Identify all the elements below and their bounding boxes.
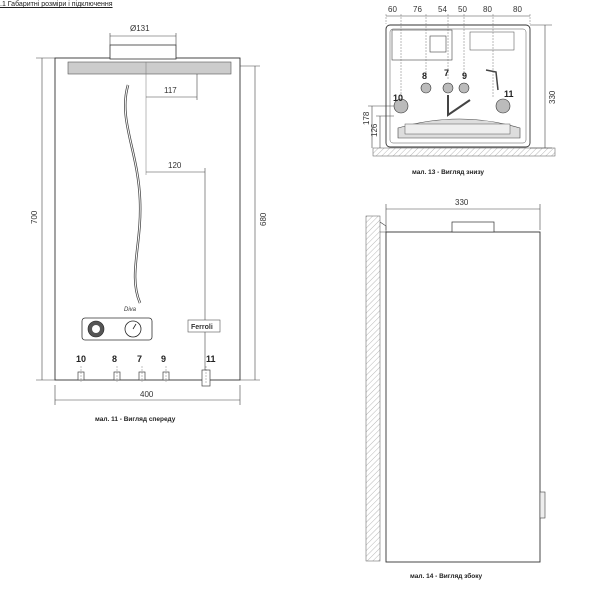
bottom-connection-7: 7 bbox=[444, 68, 449, 78]
width-400-label: 400 bbox=[140, 390, 154, 399]
dim-120-label: 120 bbox=[168, 161, 182, 170]
bottom-dim-50: 50 bbox=[458, 5, 467, 14]
front-connection-10: 10 bbox=[76, 354, 86, 364]
control-knob-side bbox=[539, 491, 546, 519]
bottom-dim-126: 126 bbox=[370, 123, 379, 137]
bottom-view: 60 76 54 50 80 80 10 8 7 9 11 178 126 33 bbox=[362, 5, 557, 176]
bottom-connection-9: 9 bbox=[462, 71, 467, 81]
bottom-pipe-8 bbox=[420, 82, 432, 94]
bottom-dim-60: 60 bbox=[388, 5, 397, 14]
bottom-pipe-7 bbox=[442, 82, 454, 94]
bottom-dim-80a: 80 bbox=[483, 5, 492, 14]
front-view: Ø131 117 120 Diva Ferroli 10 8 7 9 11 bbox=[30, 24, 268, 423]
side-view: 330 мал. 14 - Вигляд збоку bbox=[365, 198, 546, 580]
bottom-dim-330: 330 bbox=[548, 90, 557, 104]
flue-stub-side bbox=[451, 221, 495, 233]
front-connection-8: 8 bbox=[112, 354, 117, 364]
flue-diameter-label: Ø131 bbox=[130, 24, 150, 33]
front-connection-7: 7 bbox=[137, 354, 142, 364]
brand-logo-text: Ferroli bbox=[191, 324, 213, 331]
dim-117-label: 117 bbox=[164, 86, 177, 95]
brand-logo bbox=[187, 319, 221, 333]
height-700-label: 700 bbox=[30, 210, 39, 224]
bottom-view-caption: мал. 13 - Вигляд знизу bbox=[412, 169, 484, 176]
front-view-caption: мал. 11 - Вигляд спереду bbox=[95, 416, 176, 423]
boiler-body-side bbox=[385, 231, 541, 563]
bottom-dim-178: 178 bbox=[362, 111, 371, 125]
side-dim-330: 330 bbox=[455, 198, 469, 207]
bottom-connection-8: 8 bbox=[422, 71, 427, 81]
bottom-dim-80b: 80 bbox=[513, 5, 522, 14]
bottom-connection-11: 11 bbox=[504, 89, 514, 99]
bottom-dim-54: 54 bbox=[438, 5, 447, 14]
wall-hatch-side bbox=[365, 215, 381, 562]
bottom-connection-10: 10 bbox=[393, 93, 403, 103]
top-plate bbox=[67, 61, 232, 75]
wall-hatch-bottom bbox=[372, 147, 556, 157]
section-title: .1 Габаритні розміри і підключення bbox=[0, 1, 113, 8]
bottom-pipe-11 bbox=[495, 98, 511, 114]
model-mark: Diva bbox=[124, 307, 137, 313]
flue-collar bbox=[109, 44, 177, 60]
side-view-caption: мал. 14 - Вигляд збоку bbox=[410, 572, 482, 580]
bottom-dim-76: 76 bbox=[413, 5, 422, 14]
height-680-label: 680 bbox=[259, 212, 268, 226]
front-connection-9: 9 bbox=[161, 354, 166, 364]
front-connection-11: 11 bbox=[206, 354, 216, 364]
bottom-pipe-9 bbox=[458, 82, 470, 94]
